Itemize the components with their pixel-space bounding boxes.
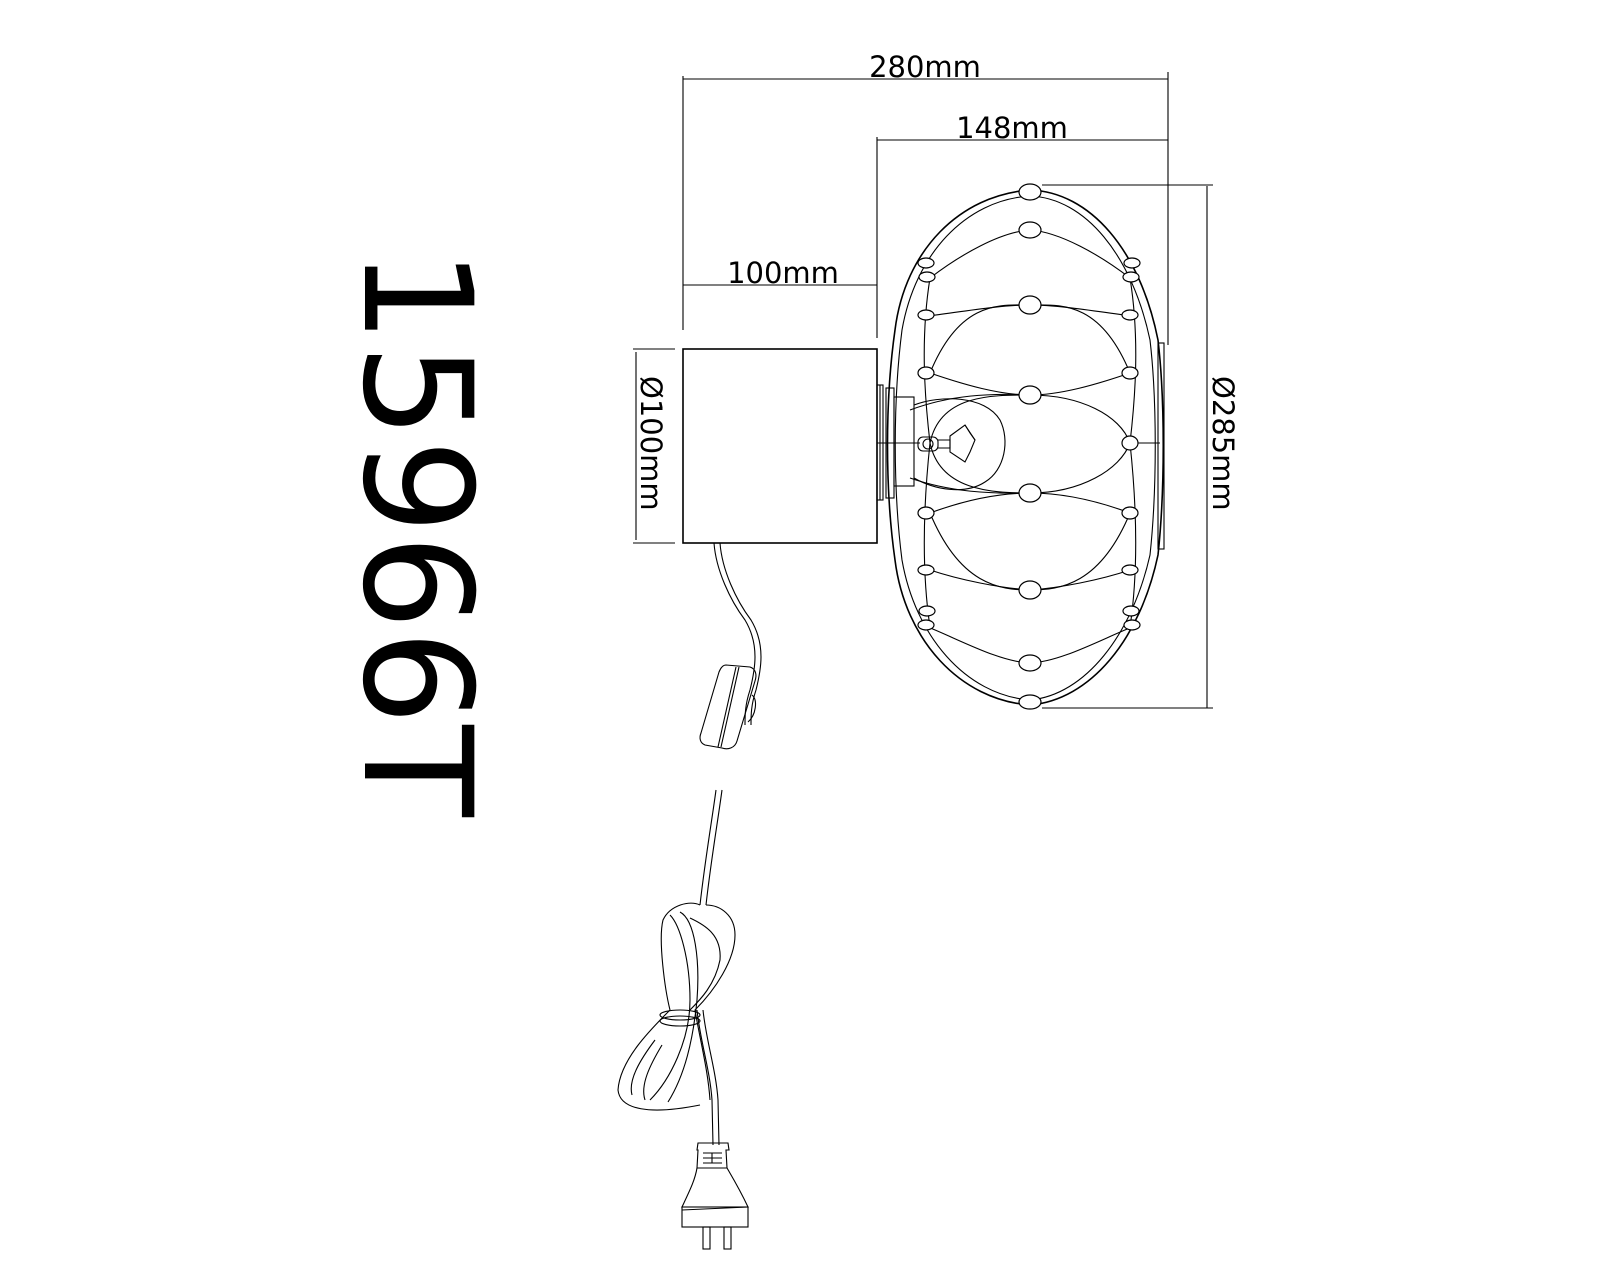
model-number: 15966T xyxy=(329,248,503,818)
dimension-base-length: 100mm xyxy=(683,256,877,290)
plug xyxy=(681,1142,749,1250)
dimension-base-diameter: Ø100mm xyxy=(633,348,675,544)
dimension-overall-length: 280mm xyxy=(682,50,1169,345)
dimension-shade-diameter: Ø285mm xyxy=(1042,184,1240,709)
power-cord xyxy=(699,542,762,906)
inline-switch xyxy=(699,664,757,750)
dimension-label-shade-diameter: Ø285mm xyxy=(1206,376,1240,511)
bulb xyxy=(913,398,1006,491)
dimension-shade-length: 148mm xyxy=(876,111,1168,338)
lamp-base xyxy=(682,348,878,544)
dimension-label-100: 100mm xyxy=(727,256,839,290)
dimension-label-base-diameter: Ø100mm xyxy=(634,376,668,511)
shade-mount xyxy=(876,384,920,501)
model-number-text: 15966T xyxy=(329,248,503,818)
dimension-label-148: 148mm xyxy=(956,111,1068,145)
coiled-cord xyxy=(617,902,736,1146)
dimension-label-280: 280mm xyxy=(869,50,981,84)
cage-shade xyxy=(886,183,1165,710)
